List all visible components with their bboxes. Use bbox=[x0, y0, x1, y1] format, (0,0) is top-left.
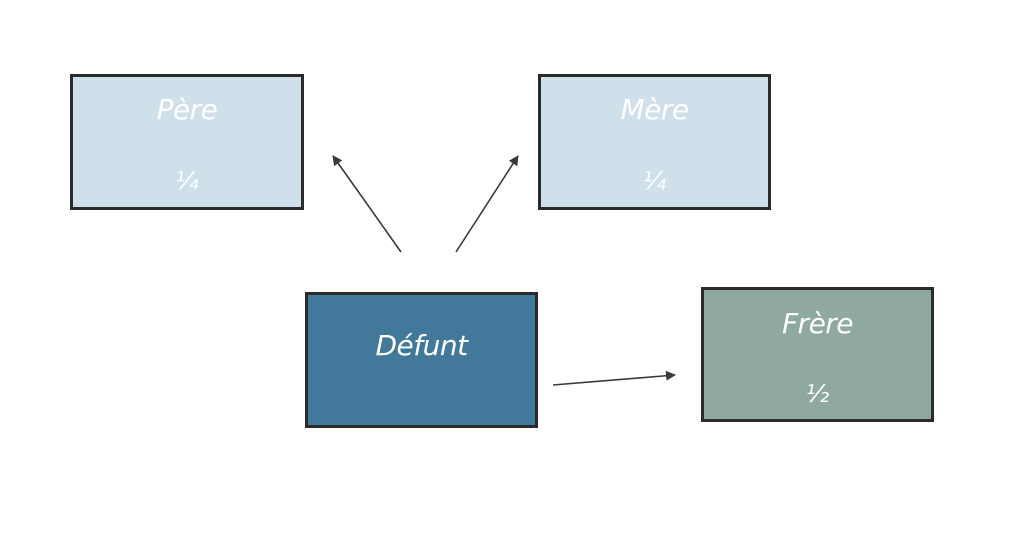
node-frere-share: ½ bbox=[805, 380, 830, 408]
node-mere-name: Mère bbox=[620, 93, 689, 126]
node-defunt: Défunt bbox=[305, 292, 538, 428]
node-defunt-name: Défunt bbox=[375, 329, 468, 362]
node-mere: Mère ¼ bbox=[538, 74, 771, 210]
arrow-to-mere bbox=[455, 155, 519, 253]
node-mere-share: ¼ bbox=[642, 167, 667, 195]
arrow-to-pere bbox=[332, 155, 402, 253]
node-pere-name: Père bbox=[156, 93, 218, 126]
node-pere: Père ¼ bbox=[70, 74, 304, 210]
arrow-to-frere bbox=[552, 370, 676, 386]
node-frere-name: Frère bbox=[781, 307, 854, 340]
node-pere-share: ¼ bbox=[175, 167, 199, 195]
node-frere: Frère ½ bbox=[701, 287, 934, 422]
